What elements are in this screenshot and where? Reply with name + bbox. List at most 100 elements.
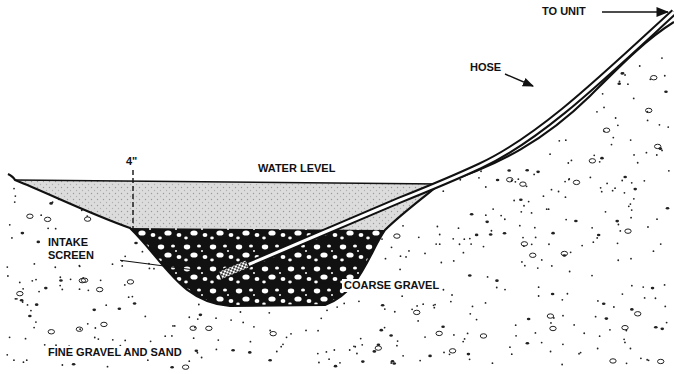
sand-grain [467,333,469,335]
intake-screen [218,260,249,280]
sand-grain [35,321,37,323]
sand-grain [462,341,464,343]
sand-grain [23,361,25,363]
sand-grain [660,328,664,331]
sand-grain [414,310,420,314]
sand-grain [33,327,35,329]
sand-grain [565,196,567,198]
sand-grain [442,190,444,192]
sand-grain [615,117,617,119]
sand-grain [558,191,560,193]
sand-grain [190,326,196,330]
sand-grain [621,293,623,295]
sand-grain [44,287,48,290]
sand-grain [651,75,657,79]
sand-grain [623,176,627,179]
sand-grain [597,234,601,237]
sand-grain [87,323,89,325]
sand-grain [94,337,96,339]
sand-grain [450,301,452,303]
sand-grain [551,293,555,296]
sand-grain [523,245,525,247]
sand-grain [578,353,580,355]
sand-grain [530,253,536,257]
sand-grain [360,338,362,340]
leader-line [118,260,218,273]
sand-grain [9,336,11,338]
part-label: INTAKE SCREEN [46,236,120,262]
sand-grain [659,147,663,150]
sand-grain [661,57,663,59]
sand-grain [475,234,479,237]
part-label: HOSE [468,61,503,74]
sand-grain [121,265,123,267]
sand-grain [483,246,485,248]
sand-grain [52,201,54,203]
sand-grain [567,293,569,295]
sand-grain [17,291,23,295]
sand-grain [633,188,637,191]
sand-grain [605,211,607,213]
sand-grain [603,128,609,132]
sand-grain [248,351,252,354]
sand-grain [443,352,445,354]
sand-grain [561,251,567,255]
sand-grain [16,298,18,300]
sand-grain [649,78,651,80]
sand-grain [668,170,670,172]
sand-grain [182,365,188,369]
sand-grain [526,342,530,345]
sand-grain [231,349,235,352]
sand-grain [428,355,432,358]
sand-grain [523,205,525,207]
sand-grain [633,154,635,156]
sand-grain [276,351,278,353]
sand-grain [507,169,511,172]
sand-grain [164,335,166,337]
sand-grain [610,359,616,363]
sand-grain [268,359,272,362]
sand-grain [551,189,553,191]
sand-grain [600,157,604,160]
sand-grain [6,266,8,268]
sand-grain [441,325,445,328]
sand-grain [401,295,403,297]
sand-grain [59,276,61,278]
sand-grain [509,346,511,348]
sand-grain [391,360,395,363]
sand-grain [199,314,203,317]
sand-grain [580,352,582,354]
sand-grain [394,311,396,313]
sand-grain [624,74,626,76]
sand-grain [561,299,563,301]
sand-grain [655,297,657,299]
sand-grain [659,124,661,126]
sand-grain [666,207,670,210]
sand-grain [601,191,603,193]
sand-grain [612,137,614,139]
sand-grain [573,324,575,326]
sand-grain [124,255,126,257]
sand-grain [626,362,628,364]
sand-grain [654,326,658,329]
sand-grain [660,243,662,245]
sand-grain [496,287,498,289]
sand-grain [389,334,393,337]
sand-grain [171,335,173,337]
sand-grain [464,338,466,340]
sand-grain [528,201,530,203]
sand-grain [49,202,53,205]
sand-grain [589,177,591,179]
sand-grain [131,296,133,298]
sand-grain [485,214,487,216]
sand-grain [613,306,615,308]
sand-grain [621,180,623,182]
sand-grain [640,357,642,359]
sand-grain [380,329,384,332]
sand-grain [631,182,633,184]
sand-grain [599,335,601,337]
sand-grain [551,265,553,267]
sand-grain [596,237,598,239]
sand-grain [48,330,54,334]
